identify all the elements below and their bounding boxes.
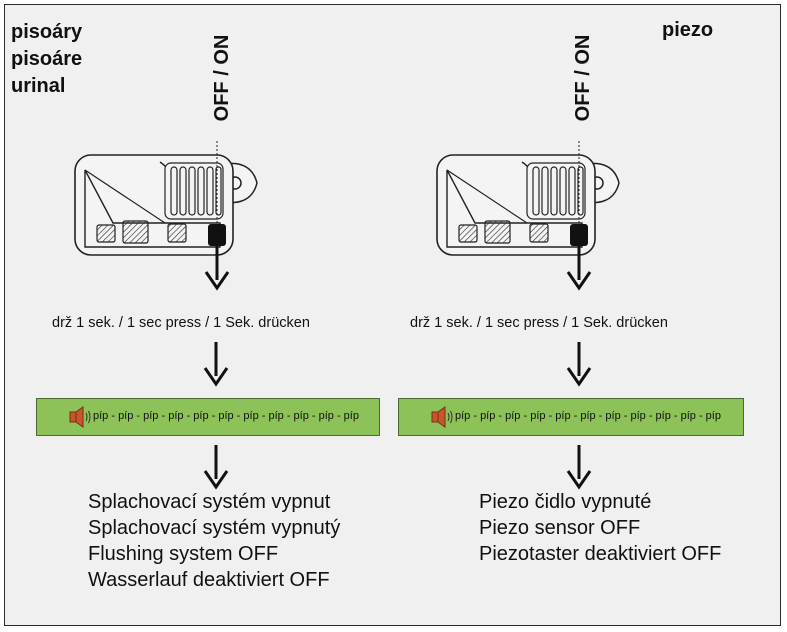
- right-remote-control: [436, 154, 620, 256]
- right-title: piezo: [662, 19, 714, 41]
- left-title-line: pisoáry: [11, 21, 83, 43]
- left-instruction: drž 1 sek. / 1 sec press / 1 Sek. drücke…: [52, 315, 310, 331]
- left-title: pisoáry pisoáre urinal: [11, 19, 82, 100]
- diagram-graphics: [74, 141, 620, 489]
- right-result-line: Piezotaster deaktiviert OFF: [479, 543, 722, 565]
- beep-text: píp - píp - píp - píp - píp - píp - píp …: [93, 410, 359, 422]
- left-title-line: urinal: [11, 75, 66, 97]
- left-result-line: Wasserlauf deaktiviert OFF: [88, 569, 330, 591]
- right-arrow-2: [566, 340, 592, 386]
- right-arrow-3: [566, 443, 592, 489]
- left-result-line: Splachovací systém vypnut: [88, 491, 331, 513]
- left-arrow-3: [203, 443, 229, 489]
- left-result-line: Splachovací systém vypnutý: [88, 517, 341, 539]
- left-remote-control: [74, 154, 258, 256]
- right-instruction: drž 1 sek. / 1 sec press / 1 Sek. drücke…: [410, 315, 668, 331]
- diagram-frame: pisoáry pisoáre urinal piezo OFF / ON OF…: [4, 4, 781, 626]
- left-title-line: pisoáre: [11, 48, 83, 70]
- left-beep-bar: píp - píp - píp - píp - píp - píp - píp …: [36, 398, 380, 436]
- speaker-icon: [69, 406, 91, 428]
- right-result: Piezo čidlo vypnuté Piezo sensor OFF Pie…: [479, 489, 721, 567]
- left-result: Splachovací systém vypnut Splachovací sy…: [88, 489, 340, 593]
- left-result-line: Flushing system OFF: [88, 543, 279, 565]
- beep-text: píp - píp - píp - píp - píp - píp - píp …: [455, 410, 721, 422]
- right-result-line: Piezo čidlo vypnuté: [479, 491, 652, 513]
- speaker-icon: [431, 406, 453, 428]
- left-arrow-2: [203, 340, 229, 386]
- right-beep-bar: píp - píp - píp - píp - píp - píp - píp …: [398, 398, 744, 436]
- right-result-line: Piezo sensor OFF: [479, 517, 641, 539]
